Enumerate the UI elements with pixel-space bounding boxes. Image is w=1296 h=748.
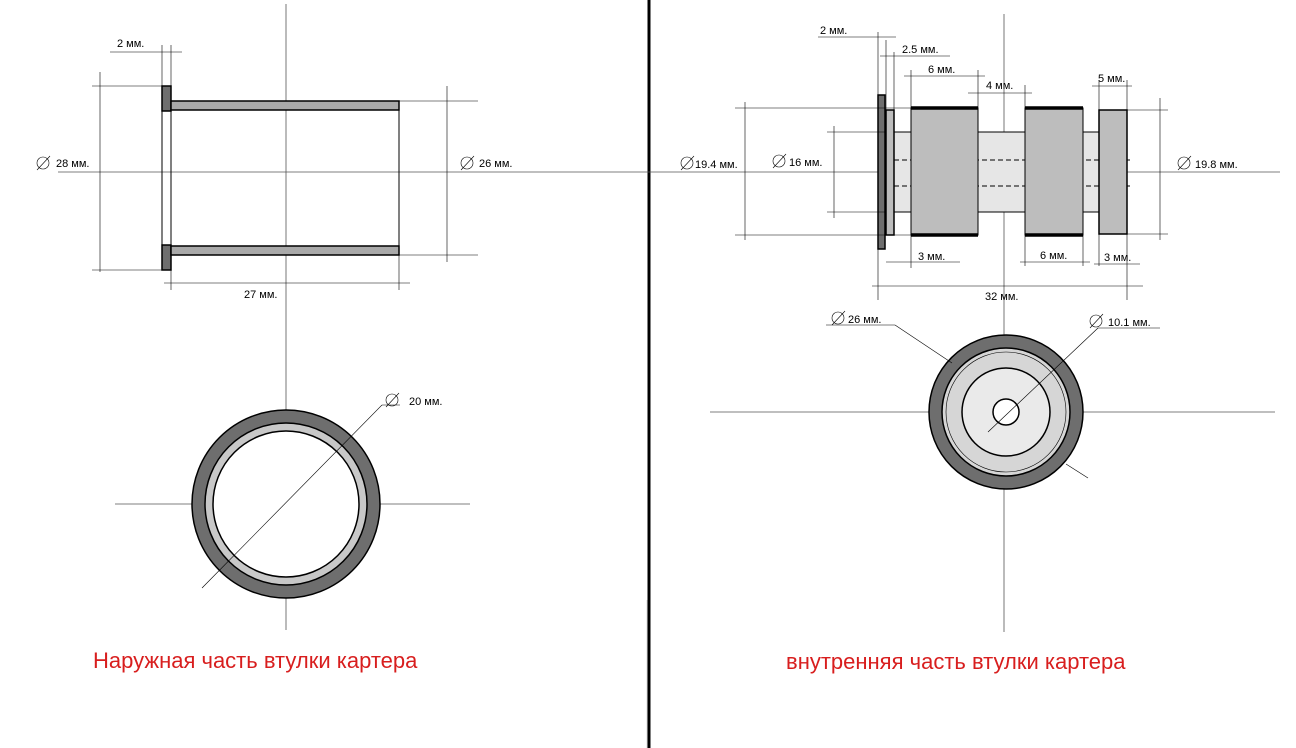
dim-r-end-diameter: 19.8 мм.: [1195, 159, 1238, 171]
tube-wall-top: [170, 100, 400, 111]
end-bore: [212, 430, 360, 578]
diameter-symbol-icon: [772, 154, 786, 168]
dim-r-band1: 6 мм.: [928, 64, 955, 76]
dim-length: 27 мм.: [244, 289, 277, 301]
band-2: [1024, 107, 1084, 236]
dim-bore-diameter: 20 мм.: [409, 396, 442, 408]
dim-r-end-view-bore: 10.1 мм.: [1108, 317, 1151, 329]
dim-r-bottom-gap-left: 3 мм.: [918, 251, 945, 263]
end-band: [1098, 109, 1128, 235]
flange-spacer: [885, 109, 895, 236]
flange-top: [161, 85, 172, 112]
diameter-symbol-icon: [36, 156, 50, 170]
diameter-symbol-icon: [831, 311, 845, 325]
dim-outer-diameter: 28 мм.: [56, 158, 89, 170]
diameter-symbol-icon: [1177, 156, 1191, 170]
right-side-view: 2 мм. 2.5 мм. 6 мм. 4 мм. 5 мм. 19.4 мм.…: [680, 14, 1238, 632]
band-1: [910, 107, 979, 236]
dim-r-end-view-outer: 26 мм.: [848, 314, 881, 326]
dim-r-middle-gap: 4 мм.: [986, 80, 1013, 92]
dim-r-end-band: 5 мм.: [1098, 73, 1125, 85]
r-end-bore: [992, 398, 1020, 426]
diameter-symbol-icon: [460, 156, 474, 170]
diameter-symbol-icon: [385, 393, 399, 407]
dim-r-bottom-gap-right: 3 мм.: [1104, 252, 1131, 264]
left-side-view: 2 мм. 28 мм. 26 мм. 27 мм.: [36, 4, 1280, 630]
dim-r-gap: 2.5 мм.: [902, 44, 939, 56]
left-end-view: 20 мм.: [115, 392, 470, 599]
dim-r-outer-diameter: 19.4 мм.: [695, 159, 738, 171]
dim-r-band2: 6 мм.: [1040, 250, 1067, 262]
right-end-view: 26 мм. 10.1 мм.: [710, 310, 1275, 490]
tube-wall-bottom: [170, 245, 400, 256]
dim-flange-thickness: 2 мм.: [117, 38, 144, 50]
right-caption: внутренняя часть втулки картера: [786, 649, 1126, 674]
flange-bottom: [161, 244, 172, 271]
dim-tube-diameter: 26 мм.: [479, 158, 512, 170]
dim-r-total-length: 32 мм.: [985, 291, 1018, 303]
diameter-symbol-icon: [680, 156, 694, 170]
diameter-symbol-icon: [1089, 314, 1103, 328]
dim-r-inner-diameter: 16 мм.: [789, 157, 822, 169]
left-caption: Наружная часть втулки картера: [93, 648, 418, 673]
flange-plate: [877, 94, 886, 250]
dim-r-flange-thickness: 2 мм.: [820, 25, 847, 37]
